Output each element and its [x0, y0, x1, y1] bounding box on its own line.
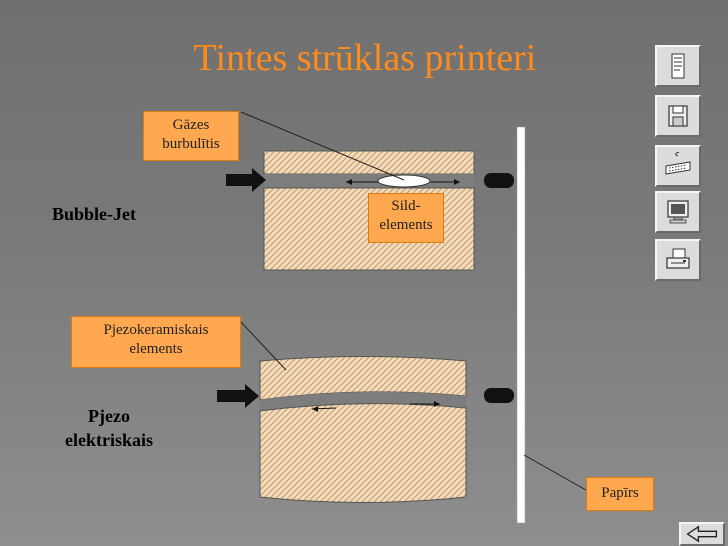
bubble-jet-channel — [264, 174, 474, 188]
monitor-button[interactable] — [655, 191, 701, 233]
piezo-lower-block — [259, 403, 467, 503]
piezo-electric-label: Pjezo elektriskais — [65, 406, 153, 451]
bubble-jet-ink-drop — [484, 173, 514, 188]
bubble-jet-label: Bubble-Jet — [52, 204, 137, 224]
piezo-ink-drop — [484, 388, 514, 403]
piezo-head — [217, 356, 514, 503]
document-button[interactable] — [655, 45, 701, 87]
paper-label: Papīrs — [586, 477, 654, 511]
left-arrow-icon — [686, 525, 718, 543]
gas-bubble-label: Gāzes burbulītis — [143, 111, 239, 161]
keyboard-button[interactable] — [655, 145, 701, 187]
piezo-callout-line — [240, 321, 287, 371]
keyboard-icon — [665, 152, 691, 175]
floppy-disk-icon — [668, 105, 688, 127]
save-button[interactable] — [655, 95, 701, 137]
piezo-channel — [260, 391, 466, 411]
piezo-ceramic-label: Pjezokeramiskais elements — [71, 316, 241, 368]
gas-bubble-callout-line — [240, 111, 405, 181]
printer-button[interactable] — [655, 239, 701, 281]
gas-bubble — [377, 174, 431, 188]
paper-callout-line — [523, 454, 587, 491]
monitor-icon — [667, 200, 689, 224]
document-icon — [671, 53, 685, 79]
slide-title: Tintes strūklas printeri — [193, 37, 537, 79]
piezo-ink-arrow — [217, 384, 259, 408]
paper-strip — [516, 126, 526, 524]
heating-element-label: Sild- elements — [368, 193, 444, 243]
printer-icon — [666, 248, 690, 269]
back-button[interactable] — [679, 522, 725, 546]
bubble-jet-ink-arrow — [226, 168, 266, 192]
bubble-jet-upper-block — [263, 150, 475, 175]
